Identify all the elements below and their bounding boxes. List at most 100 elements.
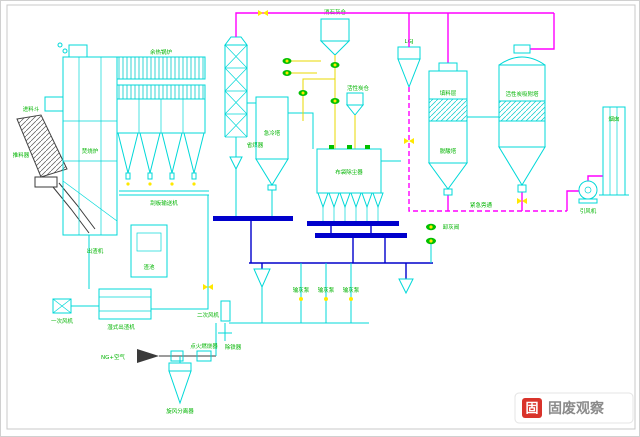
- ash-hopper-cone: [139, 132, 161, 174]
- iron-remover: 除铁器: [218, 300, 242, 351]
- grate-ramp-2: [58, 182, 96, 230]
- drag-conveyor: 刮板输送机: [119, 190, 209, 207]
- economizer-cap: [224, 36, 248, 46]
- slag-pool-body: [130, 224, 168, 278]
- ash-hopper-small: [398, 278, 414, 295]
- watermark-logo: [522, 398, 542, 418]
- adsorber-dome: [498, 56, 546, 66]
- stack-label: 烟囱: [608, 115, 619, 123]
- ram-feeder: [34, 176, 58, 188]
- incinerator: 焚烧炉: [44, 42, 118, 289]
- slag-extractor: 湿式出渣机 一次风机: [51, 288, 152, 331]
- lgj-cone: [397, 58, 421, 89]
- iron-remover-label: 除铁器: [225, 343, 242, 351]
- carbon-silo-label: 活性炭仓: [347, 84, 370, 92]
- deacid-cone: [428, 162, 468, 190]
- ng-air-label: NG+空气: [101, 353, 125, 361]
- secondary-fan-label: 二次风机: [197, 311, 220, 319]
- lime-silo-body: [320, 18, 350, 42]
- slag-discharge-label: 出渣机: [87, 247, 104, 255]
- carbon-adsorber: 活性炭吸附塔: [498, 44, 546, 193]
- ash-pump-label: 输灰泵: [343, 286, 360, 294]
- stack: 烟囱: [599, 106, 629, 196]
- screw-conveyor-bar: [213, 216, 293, 221]
- primary-fan-label: 一次风机: [51, 317, 74, 325]
- secondary-fan-line: 二次风机: [151, 195, 219, 319]
- slag-pool: 渣池 出渣机: [87, 224, 168, 278]
- bag-filter-label: 布袋除尘器: [335, 168, 363, 176]
- deacid-cap: [438, 62, 458, 72]
- primary-fan-box: [52, 298, 72, 314]
- ash-conveyor-bars: [213, 216, 433, 264]
- ash-valve-label: 卸灰阀: [443, 223, 460, 231]
- carbon-silo-body: [346, 92, 364, 106]
- bag-filter: 布袋除尘器: [316, 145, 401, 221]
- feed-chute-body: [16, 114, 68, 178]
- burner-train: NG+空气 点火燃烧器: [101, 323, 218, 363]
- lime-silo-label: 消石灰仓: [324, 8, 347, 16]
- deacid-tower: 填料层 脱酸塔: [428, 62, 499, 196]
- burner-port-icon: [57, 42, 63, 48]
- fan-icon: [578, 180, 598, 200]
- pusher-label: 推料器: [13, 151, 30, 159]
- separator-label: 旋风分离器: [166, 407, 194, 415]
- cyclone-top: [168, 362, 192, 372]
- bypass-label: 紧急旁通: [470, 201, 493, 209]
- drag-conveyor-label: 刮板输送机: [150, 199, 178, 207]
- quench-cone: [255, 158, 289, 186]
- lime-silo: 消石灰仓: [319, 8, 351, 56]
- igniter-label: 点火燃烧器: [190, 342, 218, 350]
- economizer-label: 省煤器: [247, 141, 264, 149]
- watermark-text: 固废观察: [548, 400, 605, 417]
- incinerator-body: [62, 56, 118, 236]
- screw-conveyor-bar: [315, 233, 407, 238]
- feed-chute: 进料斗 推料器: [13, 105, 96, 234]
- pneumatic-lines: [282, 55, 356, 149]
- bypass-duct: [408, 87, 567, 212]
- watermark-logo-char: 固: [525, 402, 538, 417]
- inline-valves: [258, 10, 527, 204]
- screw-conveyor-bar: [307, 221, 399, 226]
- packing-band: [428, 98, 468, 122]
- packing-label: 填料层: [440, 89, 457, 97]
- slag-extractor-label: 湿式出渣机: [107, 323, 135, 331]
- id-fan: 引风机: [578, 180, 598, 215]
- grate-line: [62, 180, 118, 222]
- grate-ramp: [52, 186, 90, 234]
- slag-extractor-body: [98, 288, 152, 320]
- drawing-frame: [6, 4, 636, 430]
- watermark: 固 固废观察: [514, 392, 634, 424]
- rotary-valves-right: 卸灰阀: [426, 223, 459, 263]
- incinerator-label: 焚烧炉: [82, 147, 99, 155]
- ash-hopper-cone: [183, 132, 205, 174]
- ash-pump-label: 输灰泵: [318, 286, 335, 294]
- boiler-bank-1: [116, 56, 206, 80]
- ash-hopper-small: [253, 268, 271, 289]
- fly-ash-line: 输灰泵 输灰泵 输灰泵: [229, 263, 414, 324]
- adsorber-cap: [513, 44, 531, 54]
- ash-hopper-cone: [161, 132, 183, 174]
- ash-hopper-cone: [117, 132, 139, 174]
- burner-nozzle: [137, 349, 159, 363]
- boiler-label: 余热锅炉: [150, 48, 173, 56]
- quench-outlet-duct: [288, 112, 314, 149]
- ash-hoppers: [117, 132, 205, 186]
- waste-heat-boiler: 余热锅炉: [116, 48, 206, 134]
- economizer-tower: 省煤器: [224, 36, 264, 216]
- adsorber-band: [498, 100, 546, 122]
- adsorber-cone: [498, 146, 546, 186]
- carbon-tower-label: 活性炭吸附塔: [505, 90, 539, 98]
- carbon-silo-cone: [345, 104, 365, 116]
- cyclone-cone: [168, 370, 192, 405]
- flue-gas-ducting: [235, 12, 603, 211]
- quench-label: 急冷塔: [264, 129, 281, 137]
- lime-silo-cone: [319, 40, 351, 56]
- boiler-bank-2: [116, 84, 206, 100]
- id-fan-label: 引风机: [580, 207, 597, 215]
- lgj-top: [397, 46, 421, 60]
- side-burner-box: [44, 96, 64, 112]
- slag-pool-label: 渣池: [143, 263, 155, 271]
- main-flue-duct: [235, 12, 554, 37]
